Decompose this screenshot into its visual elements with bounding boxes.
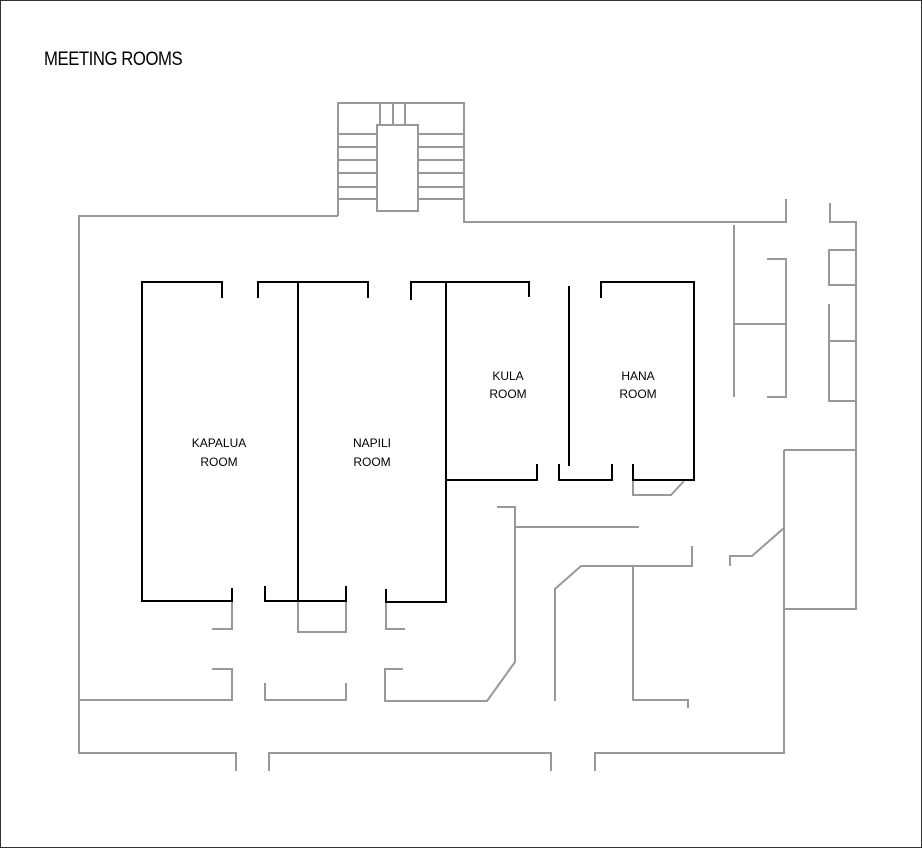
staircase — [338, 103, 464, 212]
room-kula[interactable]: KULA ROOM — [489, 369, 526, 401]
room-hana[interactable]: HANA ROOM — [619, 369, 656, 401]
room-label: KAPALUA — [192, 436, 246, 450]
room-kapalua[interactable]: KAPALUA ROOM — [192, 436, 246, 469]
meeting-room-walls — [141, 281, 695, 603]
room-napili[interactable]: NAPILI ROOM — [353, 436, 391, 469]
room-label: HANA — [621, 369, 654, 383]
room-label: ROOM — [489, 387, 526, 401]
restrooms — [733, 225, 856, 402]
room-label: NAPILI — [353, 436, 391, 450]
room-label: ROOM — [619, 387, 656, 401]
room-label: ROOM — [353, 455, 390, 469]
building-walls — [78, 102, 857, 771]
room-label: KULA — [492, 369, 523, 383]
page-title: MEETING ROOMS — [44, 49, 183, 70]
room-label: ROOM — [200, 455, 237, 469]
